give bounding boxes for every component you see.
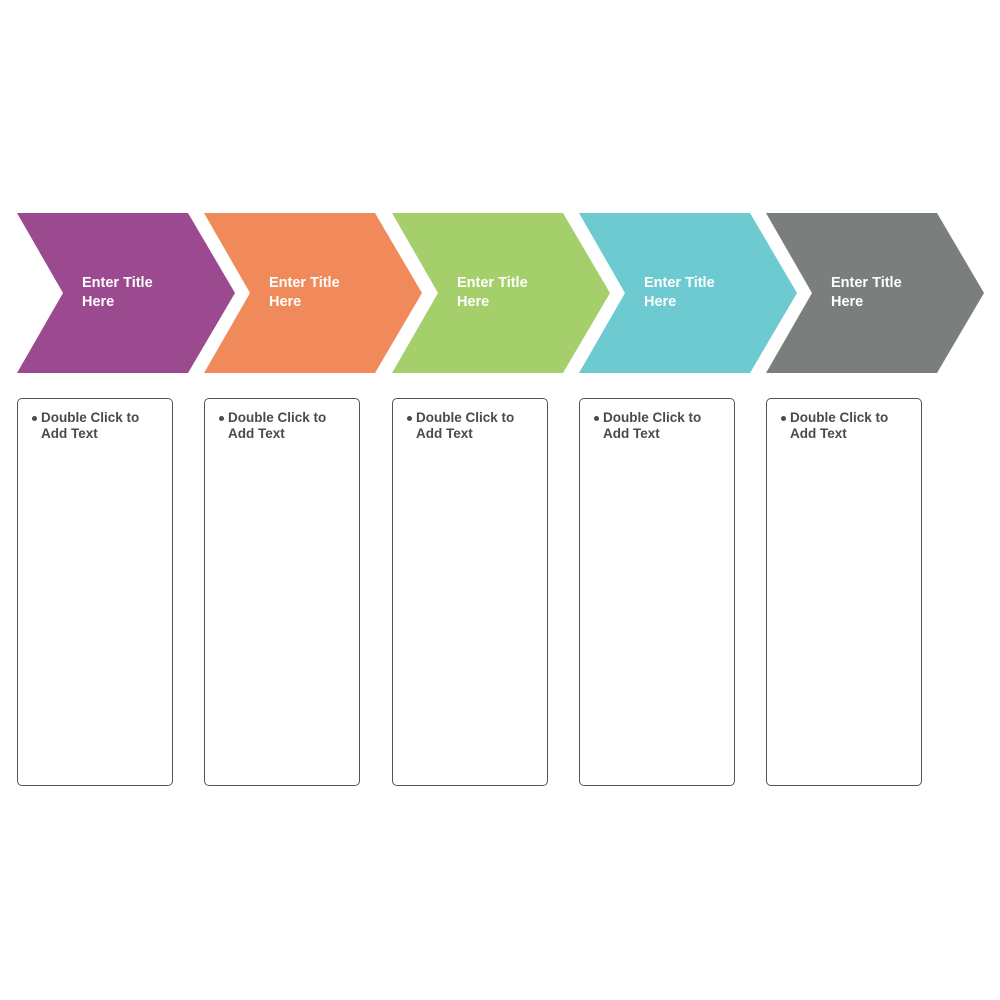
bullet-icon: [219, 416, 224, 421]
chevron-arrow-shape: [766, 213, 984, 373]
chevron-arrow-shape: [392, 213, 610, 373]
chevron-arrow-shape: [17, 213, 235, 373]
bullet-icon: [781, 416, 786, 421]
chevron-arrow-shape: [204, 213, 422, 373]
bullet-icon: [407, 416, 412, 421]
bullet-icon: [32, 416, 37, 421]
chevron-arrow-shape: [579, 213, 797, 373]
bullet-icon: [594, 416, 599, 421]
